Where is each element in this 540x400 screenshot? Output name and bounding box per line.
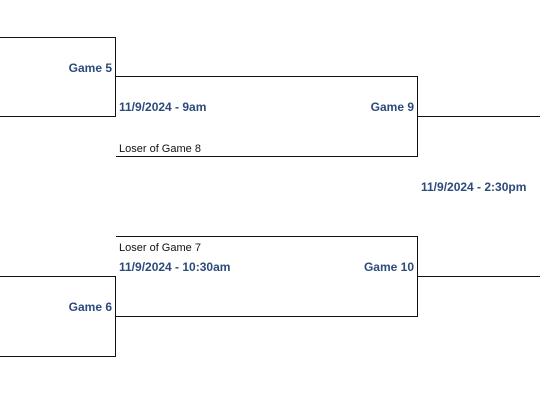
- game9-bottom-line: [116, 156, 418, 157]
- game10-date: 11/9/2024 - 10:30am: [119, 260, 231, 274]
- game9-slot-bottom: Loser of Game 8: [119, 143, 201, 155]
- game9-winner-line: [418, 116, 540, 117]
- game6-label: Game 6: [68, 300, 112, 314]
- final-date: 11/9/2024 - 2:30pm: [421, 180, 527, 194]
- game9-label: Game 9: [370, 100, 414, 114]
- game5-label: Game 5: [68, 61, 112, 75]
- game6-top-line: [0, 276, 116, 277]
- game5-top-line: [0, 37, 116, 38]
- game10-bottom-line: [116, 316, 418, 317]
- game10-top-line: [116, 236, 418, 237]
- game10-slot-top: Loser of Game 7: [119, 242, 201, 254]
- game9-date: 11/9/2024 - 9am: [119, 100, 207, 114]
- game9-right-line: [417, 76, 418, 157]
- game10-label: Game 10: [363, 260, 414, 274]
- game5-bottom-line: [0, 116, 116, 117]
- game6-bottom-line: [0, 356, 116, 357]
- game10-winner-line: [418, 276, 540, 277]
- game9-top-line: [116, 76, 418, 77]
- game10-right-line: [417, 236, 418, 317]
- game6-right-line: [115, 276, 116, 357]
- game5-right-line: [115, 37, 116, 117]
